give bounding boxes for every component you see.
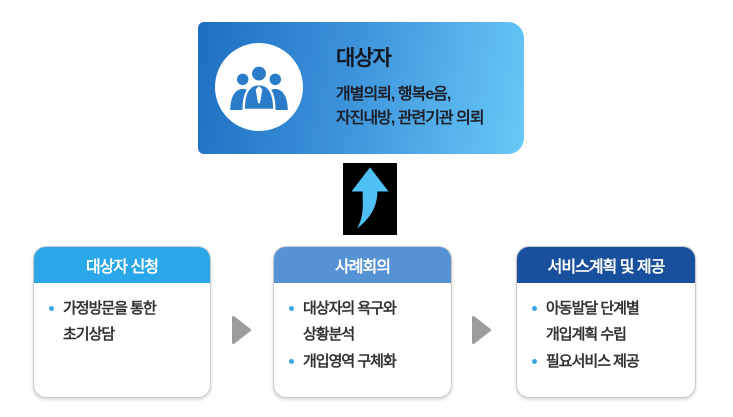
item-line: 필요서비스 제공 bbox=[546, 353, 640, 370]
bullet-dot-icon bbox=[289, 306, 294, 311]
item-line: 초기상담 bbox=[63, 326, 115, 343]
list-item: 아동발달 단계별 개입계획 수립 bbox=[532, 296, 687, 348]
step-header: 서비스계획 및 제공 bbox=[517, 247, 695, 283]
item-line: 아동발달 단계별 bbox=[546, 300, 640, 317]
list-item: 필요서비스 제공 bbox=[532, 349, 687, 375]
bullet-dot-icon bbox=[289, 359, 294, 364]
flow-arrow-1 bbox=[232, 316, 251, 344]
step-box-service-plan: 서비스계획 및 제공 아동발달 단계별 개입계획 수립 필요서비스 제공 bbox=[516, 246, 696, 398]
up-arrow-box bbox=[343, 163, 397, 235]
people-circle-badge bbox=[215, 43, 303, 131]
item-line: 개입영역 구체화 bbox=[303, 353, 397, 370]
step-box-application: 대상자 신청 가정방문을 통한 초기상담 bbox=[33, 246, 211, 398]
step-body: 아동발달 단계별 개입계획 수립 필요서비스 제공 bbox=[517, 283, 695, 375]
item-line: 개입계획 수립 bbox=[546, 326, 627, 343]
bullet-dot-icon bbox=[532, 359, 537, 364]
list-item: 개입영역 구체화 bbox=[289, 349, 443, 375]
step-header: 대상자 신청 bbox=[34, 247, 210, 283]
step-body: 대상자의 욕구와 상황분석 개입영역 구체화 bbox=[274, 283, 451, 375]
banner-subtitle-line-2: 자진내방, 관련기관 의뢰 bbox=[336, 110, 485, 127]
banner-text-block: 대상자 개별의뢰, 행복e음, 자진내방, 관련기관 의뢰 bbox=[336, 42, 485, 131]
people-group-icon bbox=[230, 64, 288, 131]
banner-title: 대상자 bbox=[336, 47, 392, 70]
target-banner: 대상자 개별의뢰, 행복e음, 자진내방, 관련기관 의뢰 bbox=[198, 22, 524, 154]
banner-subtitle: 개별의뢰, 행복e음, 자진내방, 관련기관 의뢰 bbox=[336, 83, 485, 131]
step-box-case-meeting: 사례회의 대상자의 욕구와 상황분석 개입영역 구체화 bbox=[273, 246, 452, 398]
step-body: 가정방문을 통한 초기상담 bbox=[34, 283, 210, 348]
bullet-dot-icon bbox=[532, 306, 537, 311]
bullet-dot-icon bbox=[49, 306, 54, 311]
item-line: 상황분석 bbox=[303, 326, 355, 343]
item-line: 가정방문을 통한 bbox=[63, 300, 157, 317]
banner-subtitle-line-1: 개별의뢰, 행복e음, bbox=[336, 86, 451, 103]
flow-arrow-2 bbox=[472, 316, 491, 344]
item-line: 대상자의 욕구와 bbox=[303, 300, 397, 317]
step-header: 사례회의 bbox=[274, 247, 451, 283]
triangle-right-icon bbox=[232, 316, 251, 348]
list-item: 가정방문을 통한 초기상담 bbox=[49, 296, 202, 348]
list-item: 대상자의 욕구와 상황분석 bbox=[289, 296, 443, 348]
curved-up-arrow-icon bbox=[345, 163, 395, 236]
triangle-right-icon bbox=[472, 316, 491, 348]
